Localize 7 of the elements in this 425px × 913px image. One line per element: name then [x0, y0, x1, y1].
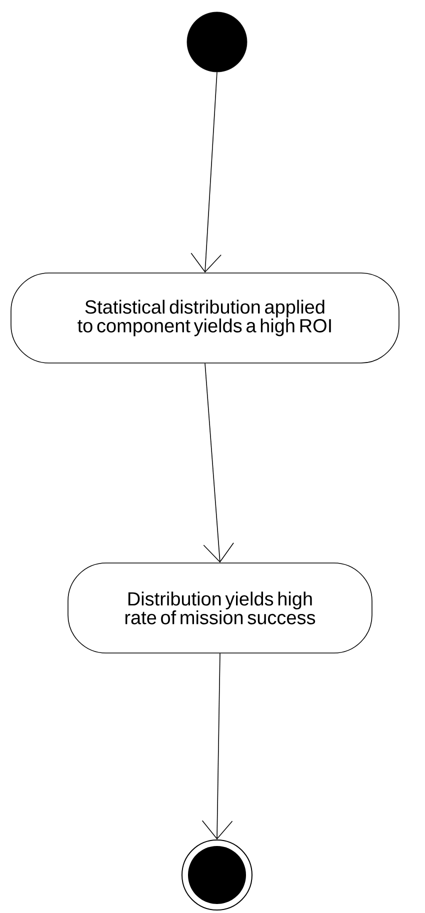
action-box: Distribution yields high rate of mission success	[68, 562, 372, 654]
arrow	[203, 363, 234, 563]
action-box: Statistical distribution applied to component yields a high ROI	[10, 272, 400, 364]
start-circle	[186, 12, 248, 72]
arrow	[190, 72, 222, 273]
arrow	[202, 653, 233, 840]
end-circle	[182, 840, 252, 910]
